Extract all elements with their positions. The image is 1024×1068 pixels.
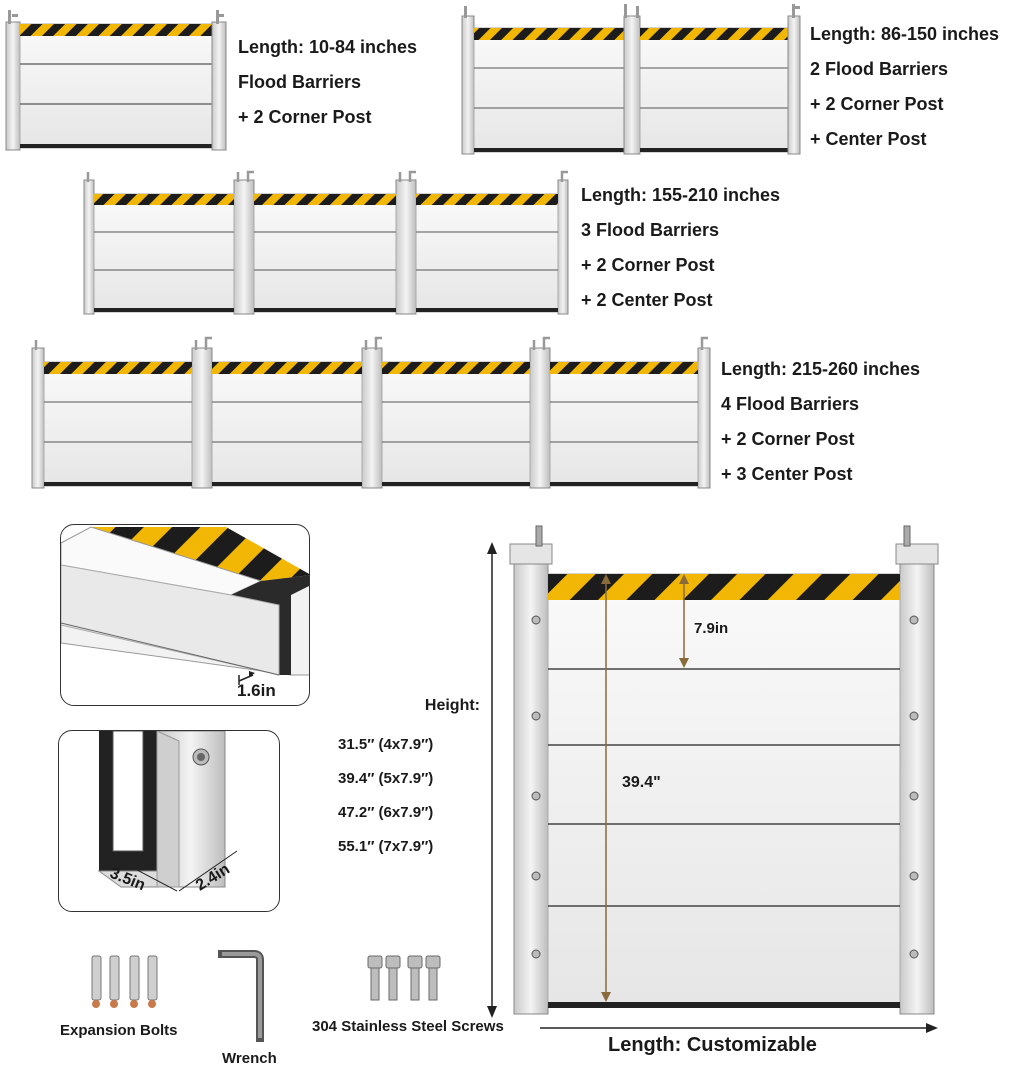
corner-post: [211, 10, 227, 151]
config-3-text: Length: 155-210 inches 3 Flood Barriers …: [581, 178, 780, 318]
expansion-bolts-label: Expansion Bolts: [60, 1022, 178, 1039]
center-post: [395, 179, 417, 315]
screws-illustration: [367, 955, 441, 1001]
config-length: Length: 86-150 inches: [810, 24, 1000, 44]
center-post: [233, 179, 255, 315]
config-barriers: Flood Barriers: [238, 72, 362, 92]
flood-barrier-panel: [415, 193, 559, 313]
height-spec: Height: 31.5″ (4x7.9″) 39.4″ (5x7.9″) 47…: [330, 696, 482, 864]
flood-barrier-panel: [473, 27, 625, 153]
height-option: 39.4″ (5x7.9″): [338, 770, 434, 787]
wrench-icon: [218, 950, 264, 1042]
config-length: Length: 215-260 inches: [721, 359, 921, 379]
post-cross-section-illustration: [97, 731, 238, 892]
height-option: 31.5″ (4x7.9″): [338, 736, 434, 753]
center-post: [529, 347, 551, 489]
flood-barrier-panel: [93, 193, 235, 313]
corner-post: [83, 179, 95, 315]
config-1-text: Length: 10-84 inches Flood Barriers + 2 …: [238, 30, 417, 135]
height-option: 47.2″ (6x7.9″): [338, 804, 434, 821]
barrier-profile-illustration: [61, 526, 309, 685]
expansion-bolts-illustration: [91, 955, 158, 1008]
screws-label: 304 Stainless Steel Screws: [312, 1018, 504, 1035]
panel-height-arrow: [679, 574, 689, 668]
center-post: [623, 4, 641, 155]
config-corner-posts: + 2 Corner Post: [721, 429, 855, 449]
config-corner-posts: + 2 Corner Post: [810, 94, 944, 114]
flood-barrier-panel: [549, 361, 699, 487]
barrier-profile-inset: 1.6in: [60, 524, 310, 706]
flood-barrier-panel: [211, 361, 363, 487]
corner-post: [509, 525, 553, 1015]
corner-post: [5, 10, 21, 151]
barrier-config-2: [461, 4, 801, 155]
config-center-posts: + 2 Center Post: [581, 290, 713, 310]
center-post: [361, 347, 383, 489]
config-corner-posts: + 2 Corner Post: [581, 255, 715, 275]
flood-barrier-panel: [43, 361, 193, 487]
corner-post: [31, 347, 45, 489]
config-barriers: 3 Flood Barriers: [581, 220, 720, 240]
config-length: Length: 155-210 inches: [581, 185, 781, 205]
wrench-label: Wrench: [222, 1050, 277, 1067]
corner-post: [461, 6, 475, 155]
corner-post: [697, 347, 711, 489]
post-cross-section-inset: 3.5in 2.4in: [58, 730, 280, 912]
config-corner-posts: + 2 Corner Post: [238, 107, 372, 127]
hazard-stripe: [548, 574, 900, 600]
panel-height-label: 7.9in: [694, 620, 729, 637]
total-height-arrow: [601, 574, 611, 1002]
flood-barrier-panel: [381, 361, 531, 487]
config-barriers: 4 Flood Barriers: [721, 394, 860, 414]
height-title: Height:: [424, 697, 480, 714]
barrier-config-1: [5, 10, 227, 151]
barrier-config-3: [83, 170, 569, 315]
config-2-text: Length: 86-150 inches 2 Flood Barriers +…: [810, 17, 999, 157]
length-dimension-arrow: [540, 1023, 938, 1033]
length-label: Length: Customizable: [608, 1034, 817, 1056]
flood-barrier-panel: [639, 27, 789, 153]
hazard-stripe: [20, 24, 212, 36]
main-barrier-diagram: [487, 525, 939, 1033]
config-center-posts: + Center Post: [810, 129, 927, 149]
flood-barrier-panel: [253, 193, 397, 313]
barrier-config-4: [31, 336, 711, 489]
flood-barrier-panel: [19, 23, 213, 149]
corner-post: [895, 525, 939, 1015]
center-post: [191, 347, 213, 489]
corner-post: [787, 4, 801, 155]
flood-barrier-panel: [547, 573, 901, 1007]
profile-width-label: 1.6in: [237, 681, 276, 700]
total-height-label: 39.4": [622, 774, 661, 791]
config-4-text: Length: 215-260 inches 4 Flood Barriers …: [721, 352, 920, 492]
config-length: Length: 10-84 inches: [238, 37, 418, 57]
post-bolt: [531, 615, 919, 959]
corner-post: [557, 179, 569, 315]
config-barriers: 2 Flood Barriers: [810, 59, 949, 79]
config-center-posts: + 3 Center Post: [721, 464, 853, 484]
height-option: 55.1″ (7x7.9″): [338, 838, 434, 855]
height-dimension-arrow: [487, 542, 497, 1018]
